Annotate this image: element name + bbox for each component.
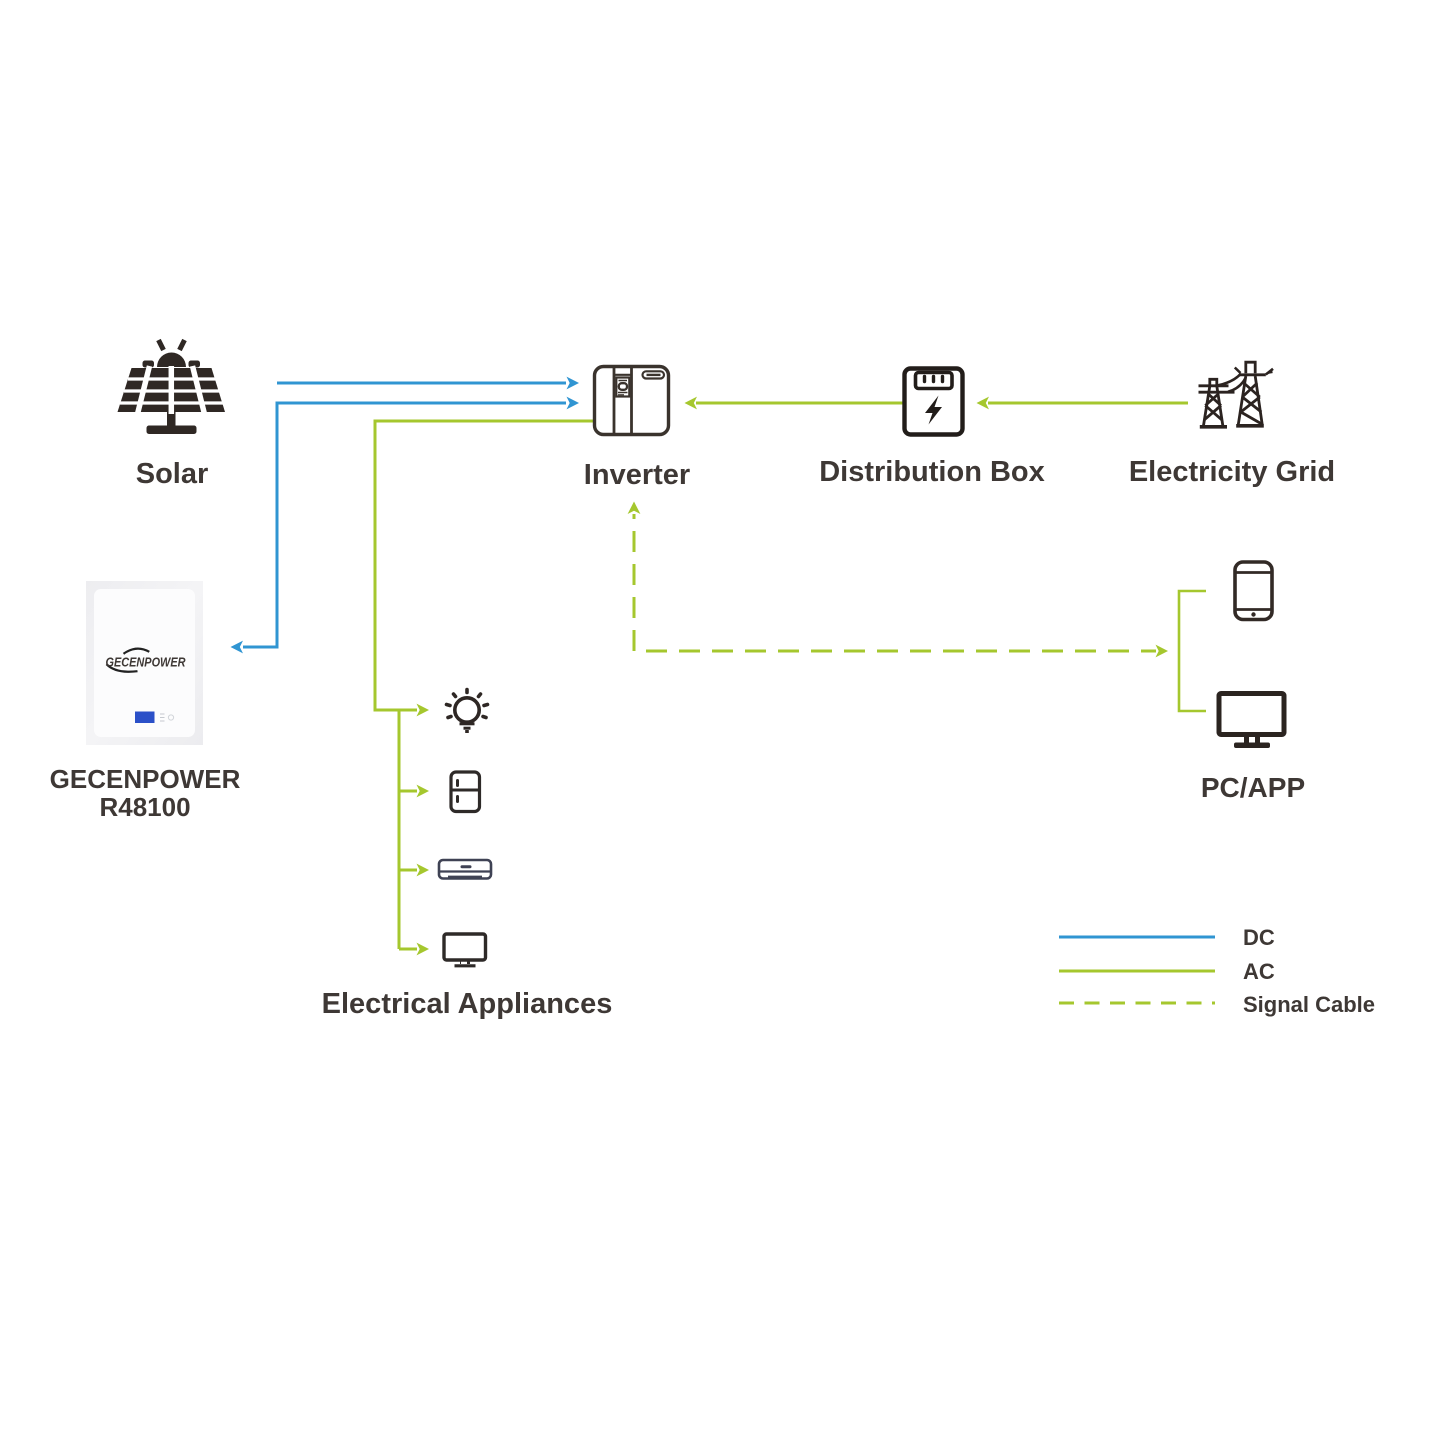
svg-text:Electrical Appliances: Electrical Appliances <box>322 988 613 1020</box>
svg-text:R48100: R48100 <box>99 792 190 822</box>
svg-text:GECENPOWER: GECENPOWER <box>106 655 187 670</box>
svg-text:DC: DC <box>1243 925 1275 950</box>
svg-text:Electricity Grid: Electricity Grid <box>1129 456 1335 488</box>
svg-text:Signal Cable: Signal Cable <box>1243 992 1375 1017</box>
svg-text:Inverter: Inverter <box>584 459 690 491</box>
svg-text:Solar: Solar <box>136 458 209 490</box>
svg-text:GECENPOWER: GECENPOWER <box>50 764 241 794</box>
svg-text:Distribution Box: Distribution Box <box>819 456 1045 488</box>
svg-text:AC: AC <box>1243 959 1275 984</box>
svg-text:PC/APP: PC/APP <box>1201 772 1305 803</box>
